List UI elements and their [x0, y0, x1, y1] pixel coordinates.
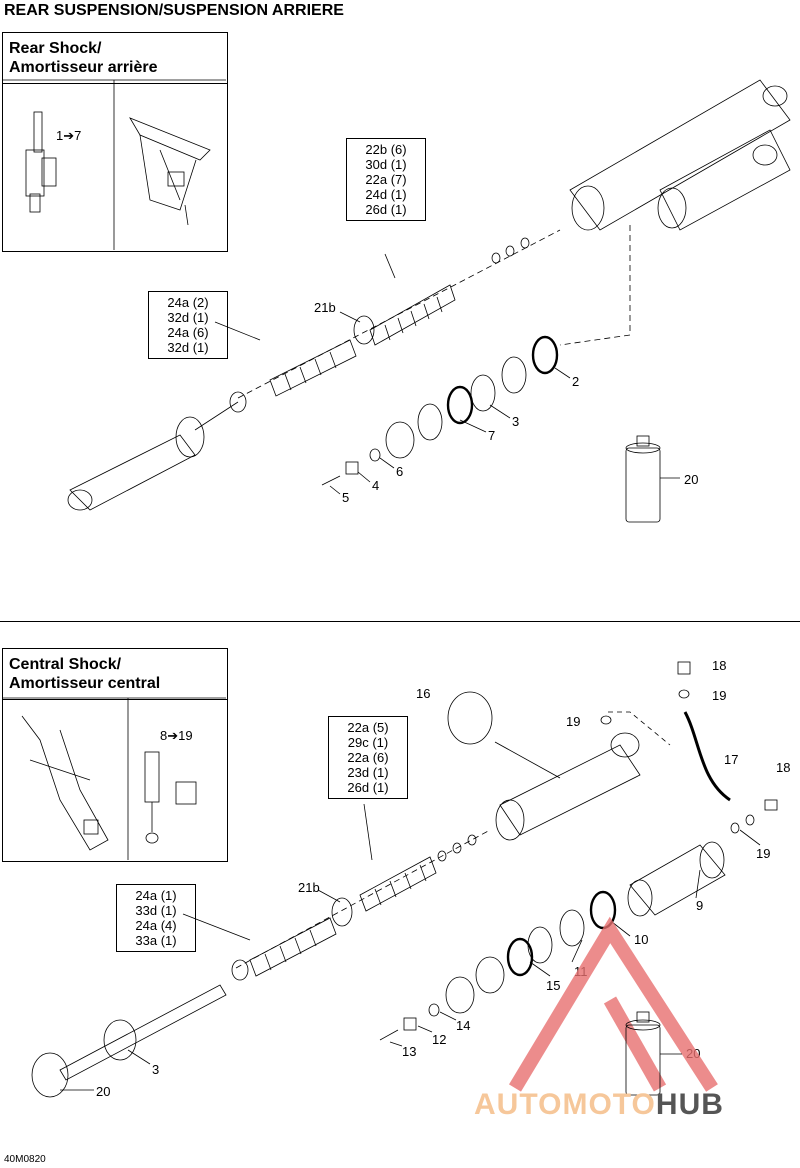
rear-shock-title-fr: Amortisseur arrière: [9, 59, 158, 76]
central-label-9: 9: [696, 898, 704, 913]
watermark-text-part2: HUB: [655, 1088, 724, 1121]
rear-washers: [491, 237, 530, 264]
rear-shock-thumbnail: [25, 111, 57, 213]
central-label-19: 19: [566, 714, 581, 729]
central-spring-stack-upper: [359, 856, 437, 912]
central-callout-top: 22a (5) 29c (1) 22a (6) 23d (1) 26d (1): [328, 716, 408, 799]
central-label-16: 16: [416, 686, 431, 701]
watermark-text: AUTOMOTOHUB: [474, 1088, 724, 1122]
central-washers: [437, 799, 778, 862]
rear-shock-header: Rear Shock/ Amortisseur arrière: [3, 33, 227, 84]
rear-label-5: 5: [342, 490, 350, 505]
central-range-label: 8➔19: [160, 728, 193, 743]
central-oil-bottle-icon: [625, 1011, 682, 1096]
rear-spring-stack-upper: [369, 284, 456, 346]
central-label-19: 19: [712, 688, 727, 703]
rear-callout-left-item: 32d (1): [167, 340, 209, 355]
page-title: REAR SUSPENSION/SUSPENSION ARRIERE: [4, 2, 344, 19]
central-label-10: 10: [634, 932, 649, 947]
central-piston-21b: [331, 897, 353, 927]
central-shock-header: Central Shock/ Amortisseur central: [3, 649, 227, 700]
rear-spring-stack-lower: [269, 339, 357, 397]
rear-label-21b: 21b: [314, 300, 336, 315]
central-leader-lines: [60, 803, 761, 1091]
central-cap-16: [447, 691, 493, 745]
watermark-text-part1: AUTOMOTO: [474, 1088, 656, 1121]
central-callout-left-item: 24a (4): [135, 918, 177, 933]
central-label-18: 18: [712, 658, 727, 673]
rear-shock-body: [569, 79, 791, 231]
central-label-17: 17: [724, 752, 739, 767]
rear-callout-top-item: 24d (1): [365, 187, 407, 202]
rear-callout-top: 22b (6) 30d (1) 22a (7) 24d (1) 26d (1): [346, 138, 426, 221]
central-label-3: 3: [152, 1062, 160, 1077]
central-label-21b: 21b: [298, 880, 320, 895]
rear-piston-21b: [353, 315, 375, 345]
central-label-20: 20: [96, 1084, 111, 1099]
central-callout-top-item: 29c (1): [347, 735, 389, 750]
rear-label-3: 3: [512, 414, 520, 429]
central-suspension-thumbnail: [21, 715, 109, 851]
footer-code: 40M0820: [4, 1154, 46, 1165]
central-label-14: 14: [456, 1018, 471, 1033]
central-hose-17: [677, 661, 731, 802]
central-axis-line: [235, 829, 491, 969]
rear-label-6: 6: [396, 464, 404, 479]
central-reservoir: [627, 841, 726, 917]
rear-label-2: 2: [572, 374, 580, 389]
central-shock-title-en: Central Shock/: [9, 656, 122, 673]
central-shock-header-box: Central Shock/ Amortisseur central: [2, 648, 228, 862]
rear-callout-left-item: 32d (1): [167, 310, 209, 325]
central-callout-top-item: 22a (6): [347, 750, 389, 765]
section-divider: [0, 621, 800, 622]
rear-shock-title-en: Rear Shock/: [9, 40, 102, 57]
rear-suspension-thumbnail: [129, 117, 211, 226]
rear-seals-rings: [321, 335, 559, 486]
central-shock-thumbnail: [144, 751, 197, 844]
central-seals-rings: [379, 890, 617, 1041]
central-callout-left: 24a (1) 33d (1) 24a (4) 33a (1): [116, 884, 196, 952]
rear-oil-bottle-icon: [625, 435, 680, 523]
central-callout-left-item: 33a (1): [135, 933, 177, 948]
rear-label-20: 20: [684, 472, 699, 487]
rear-leader-lines: [214, 253, 571, 495]
central-spring-stack-lower: [249, 917, 337, 977]
rear-label-7: 7: [488, 428, 496, 443]
rear-callout-top-item: 22b (6): [365, 142, 407, 157]
rear-callout-top-item: 26d (1): [365, 202, 407, 217]
rear-callout-left-item: 24a (2): [167, 295, 209, 310]
rear-callout-top-item: 30d (1): [365, 157, 407, 172]
central-shaft: [31, 984, 227, 1098]
central-shock-body: [495, 732, 641, 841]
rear-label-4: 4: [372, 478, 380, 493]
rear-callout-left: 24a (2) 32d (1) 24a (6) 32d (1): [148, 291, 228, 359]
central-callout-top-item: 26d (1): [347, 780, 389, 795]
watermark-logo: [509, 916, 718, 1092]
rear-range-label: 1➔7: [56, 128, 82, 143]
central-label-12: 12: [432, 1032, 447, 1047]
central-label-18: 18: [776, 760, 791, 775]
rear-callout-left-item: 24a (6): [167, 325, 209, 340]
central-label-15: 15: [546, 978, 561, 993]
rear-callout-top-item: 22a (7): [365, 172, 407, 187]
rear-shaft: [67, 401, 239, 511]
central-label-19: 19: [756, 846, 771, 861]
central-label-13: 13: [402, 1044, 417, 1059]
central-shock-title-fr: Amortisseur central: [9, 675, 161, 692]
central-callout-top-item: 22a (5): [347, 720, 389, 735]
central-callout-left-item: 24a (1): [135, 888, 177, 903]
central-callout-top-item: 23d (1): [347, 765, 389, 780]
central-callout-left-item: 33d (1): [135, 903, 177, 918]
